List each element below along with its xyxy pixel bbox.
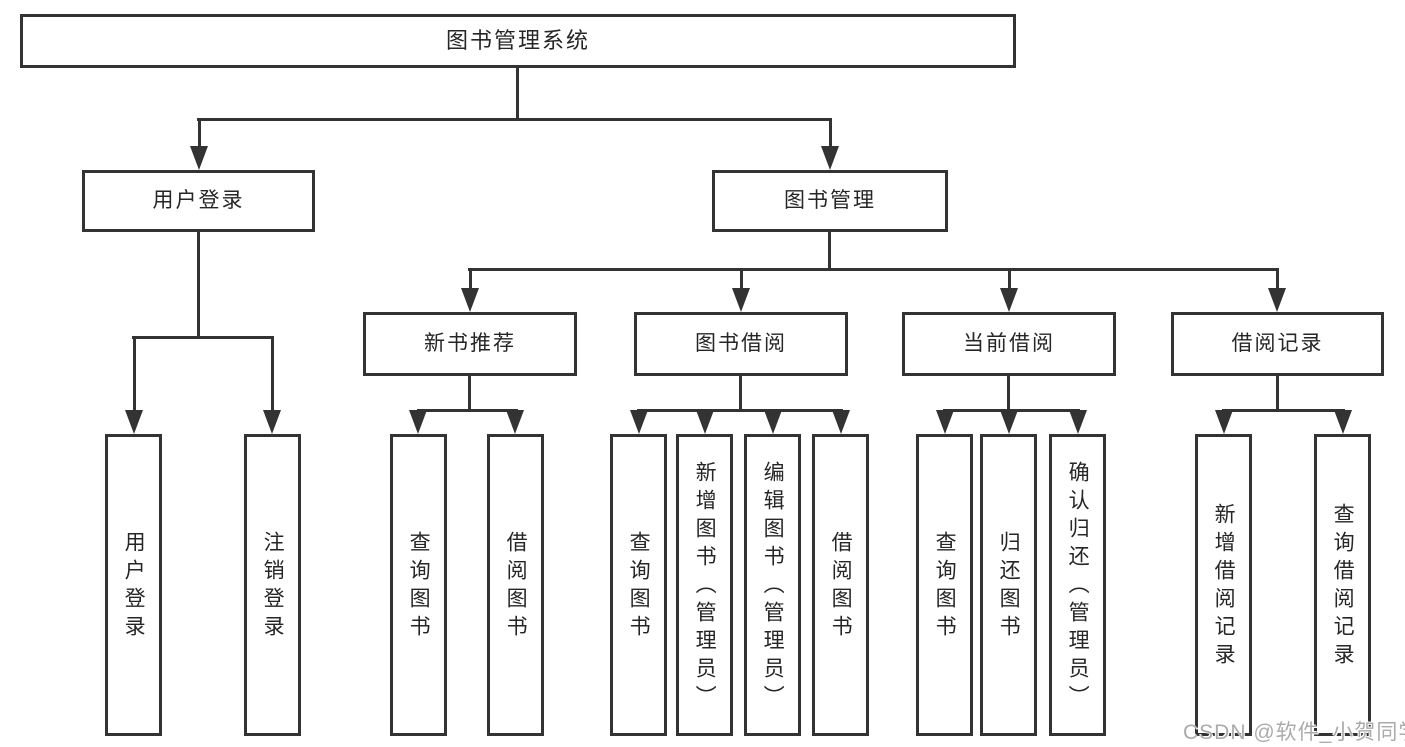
connector-line [197,118,832,121]
node-book-borrow: 图书借阅 [634,312,848,376]
node-book-management: 图书管理 [712,170,948,232]
arrow-down-icon [190,118,208,170]
node-current-borrow: 当前借阅 [902,312,1116,376]
arrow-down-icon [821,118,839,170]
arrow-down-icon [630,409,648,434]
leaf-current-confirm-return: 确认归还（管理员） [1049,434,1106,736]
arrow-down-icon [409,409,427,434]
node-library-system: 图书管理系统 [20,14,1016,68]
arrow-down-icon [1334,409,1352,434]
arrow-down-icon [506,409,524,434]
connector-line [516,68,519,120]
arrow-down-icon [732,268,750,312]
leaf-user-login: 用户登录 [105,434,162,736]
connector-line [739,376,742,409]
connector-line [1276,376,1279,409]
leaf-records-add-record: 新增借阅记录 [1195,434,1252,736]
arrow-down-icon [461,268,479,312]
node-borrow-records: 借阅记录 [1171,312,1384,376]
leaf-borrow-add-books: 新增图书（管理员） [676,434,733,736]
node-user-login: 用户登录 [82,170,315,232]
connector-line [468,268,1279,271]
arrow-down-icon [764,409,782,434]
arrow-down-icon [696,409,714,434]
connector-line [417,409,518,412]
arrow-down-icon [936,409,954,434]
connector-line [197,232,200,336]
arrow-down-icon [1268,268,1286,312]
leaf-recommend-query-books: 查询图书 [390,434,447,736]
leaf-borrow-borrow-books: 借阅图书 [812,434,869,736]
connector-line [1222,409,1344,412]
node-new-book-recommend: 新书推荐 [363,312,577,376]
arrow-down-icon [1215,409,1233,434]
connector-line [1007,376,1010,409]
arrow-down-icon [263,336,281,434]
connector-line [132,336,274,339]
csdn-watermark: CSDN @软件_小贺同学 [1183,721,1405,744]
arrow-down-icon [1000,268,1018,312]
arrow-down-icon [1069,409,1087,434]
leaf-logout: 注销登录 [244,434,301,736]
leaf-current-return-books: 归还图书 [980,434,1037,736]
arrow-down-icon [125,336,143,434]
leaf-recommend-borrow-books: 借阅图书 [487,434,544,736]
leaf-records-query-record: 查询借阅记录 [1314,434,1371,736]
connector-line [468,376,471,409]
arrow-down-icon [832,409,850,434]
leaf-borrow-query-books: 查询图书 [610,434,667,736]
leaf-current-query-books: 查询图书 [916,434,973,736]
connector-line [828,232,831,268]
arrow-down-icon [1000,409,1018,434]
leaf-borrow-edit-books: 编辑图书（管理员） [744,434,801,736]
connector-line [637,409,843,412]
